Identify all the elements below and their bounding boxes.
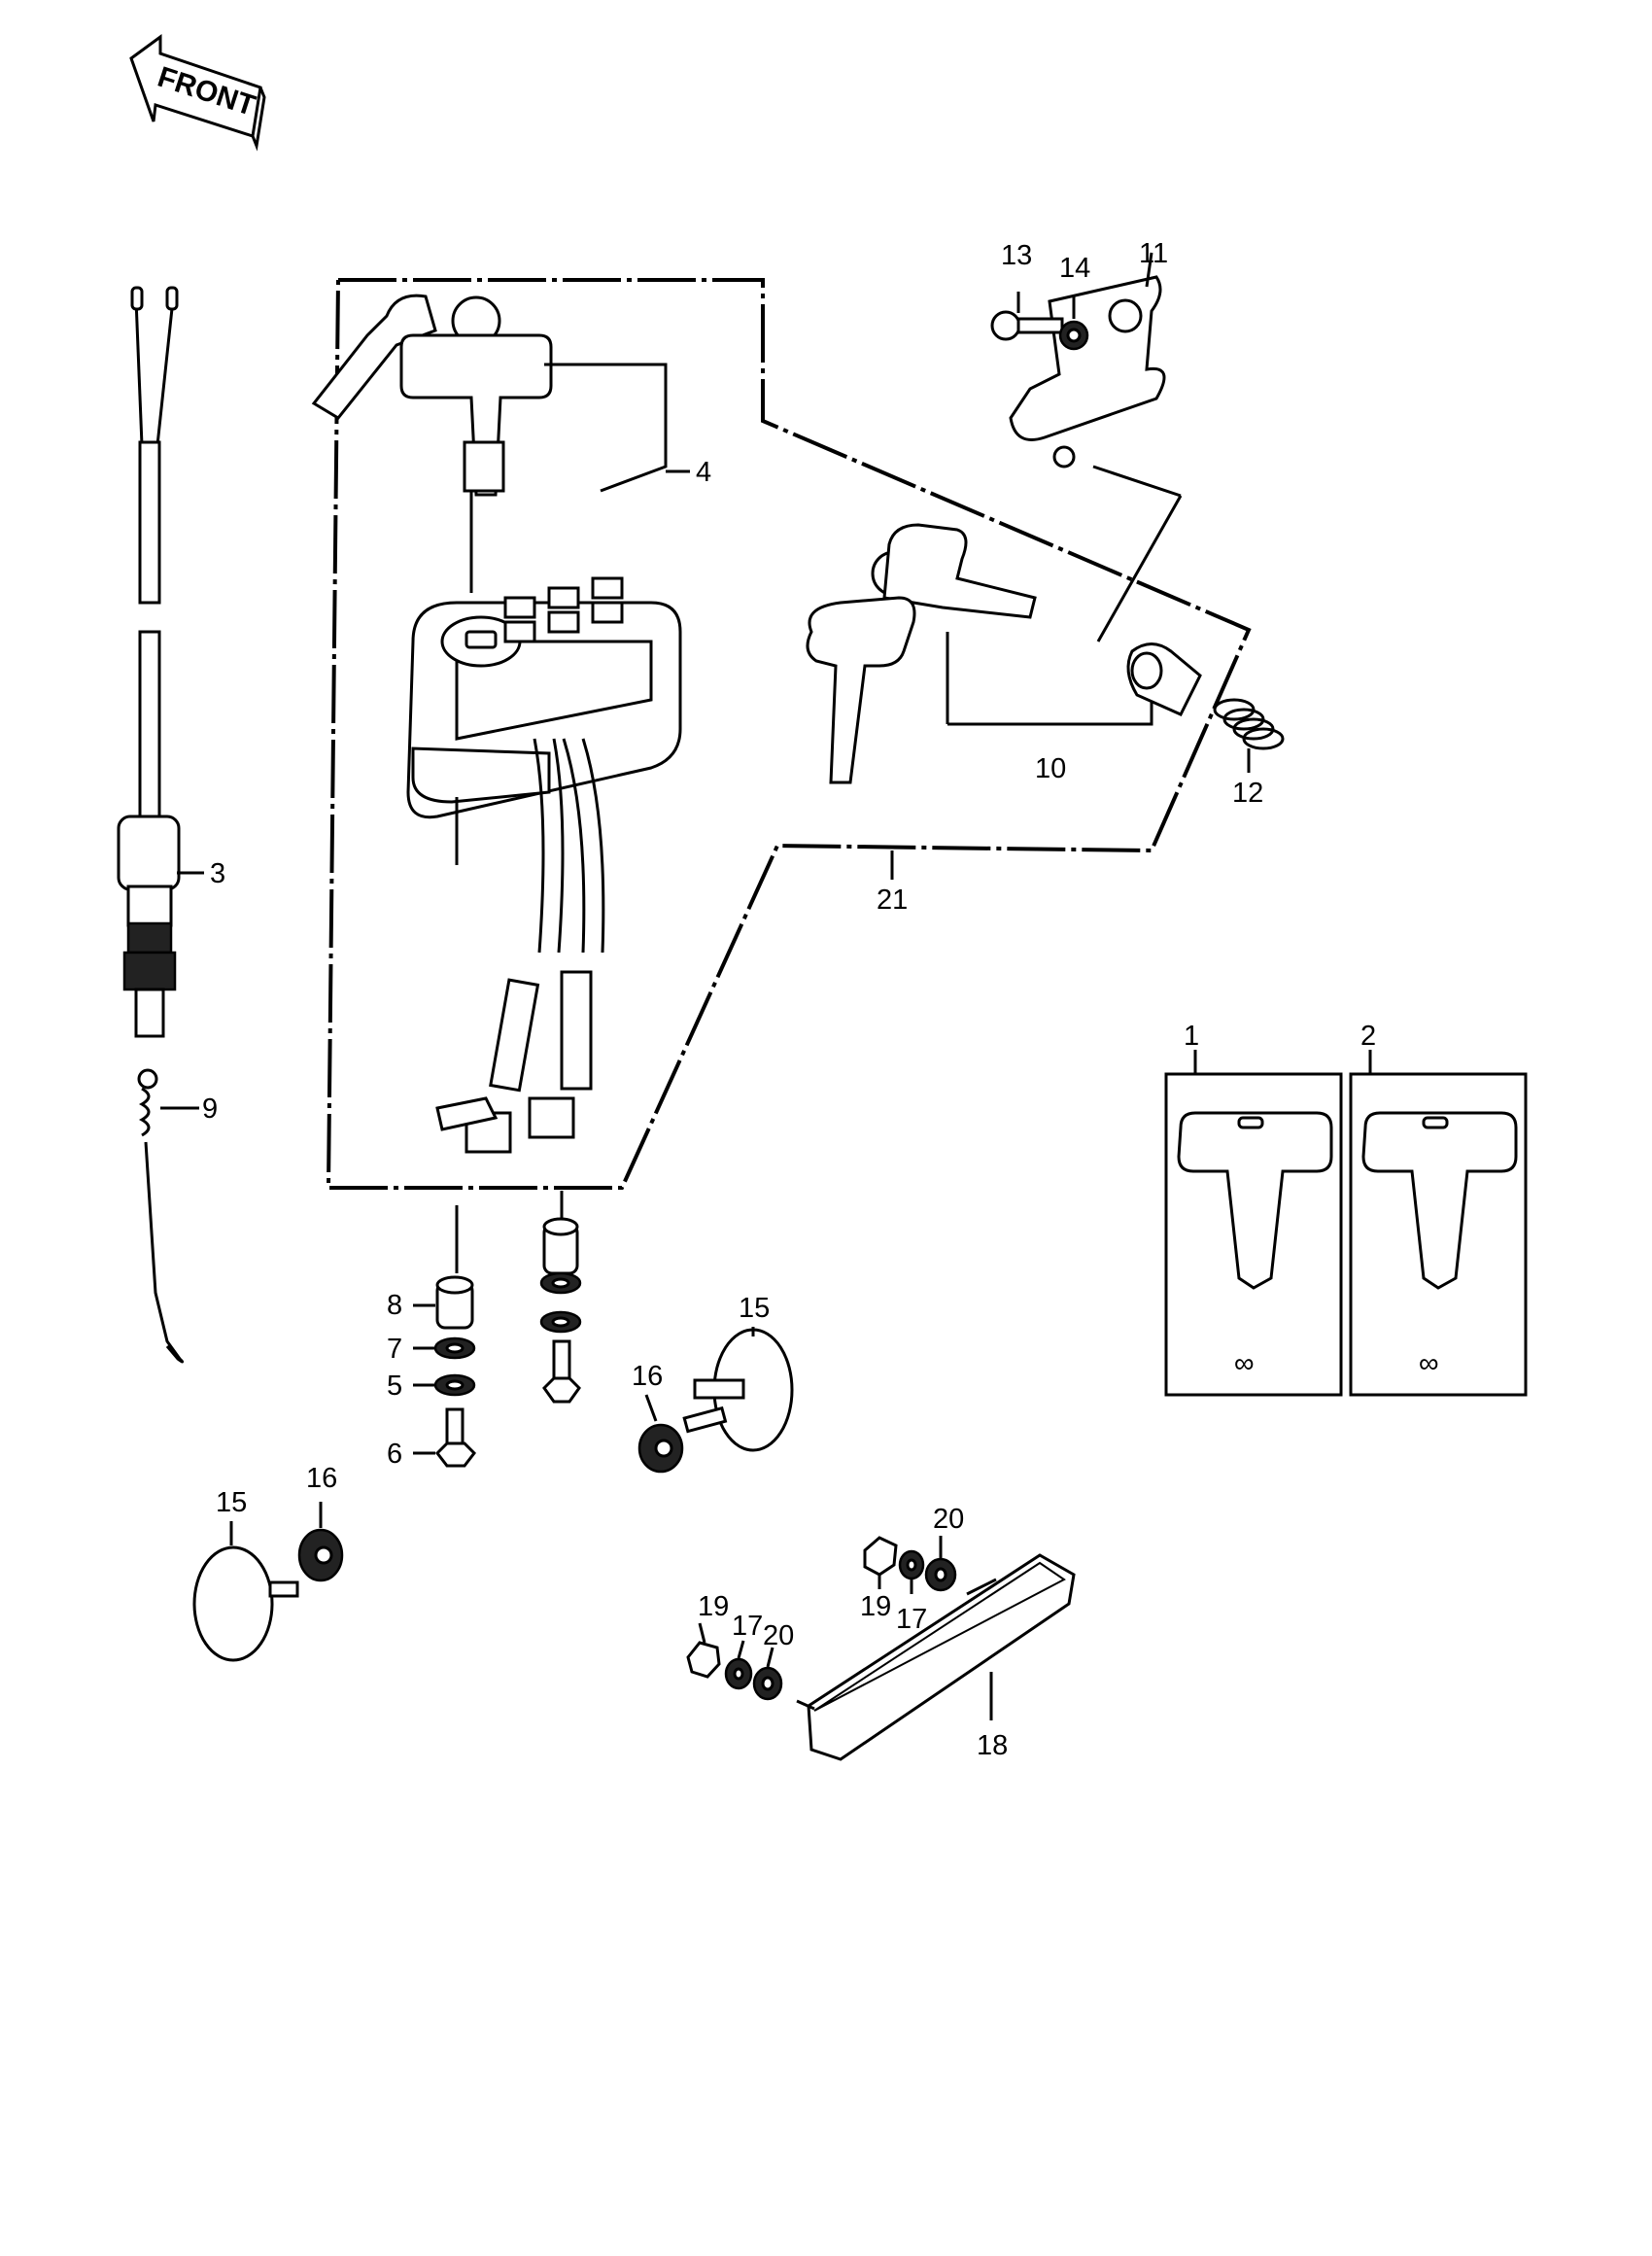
callout-13: 13 (1001, 240, 1032, 271)
key-blank-2-panel: ∞ (1349, 1050, 1528, 1397)
part-7-washer (413, 1336, 476, 1360)
part-15-reflector-round-a (682, 1327, 794, 1452)
callout-19-a: 19 (698, 1591, 729, 1622)
hardware-lower (686, 1622, 783, 1701)
callout-20-a: 20 (763, 1620, 794, 1651)
key-blank-1-panel: ∞ (1164, 1050, 1343, 1397)
hardware-upper (863, 1536, 957, 1594)
callout-16-b: 16 (306, 1463, 337, 1494)
part-3-brake-switch (117, 286, 204, 1038)
front-arrow: FRONT (129, 34, 266, 152)
callout-19-b: 19 (860, 1591, 891, 1622)
callout-17-b: 17 (896, 1604, 927, 1635)
callout-14: 14 (1059, 253, 1090, 284)
part-5-lock-washer (413, 1373, 476, 1397)
callout-6: 6 (387, 1439, 402, 1470)
part-8-spacer-left (413, 1275, 474, 1330)
callout-11: 11 (1139, 238, 1168, 269)
part-21-outline (326, 278, 1252, 1190)
callout-2: 2 (1360, 1021, 1376, 1052)
callout-numbers: 1 2 3 4 5 6 7 8 9 10 11 12 13 14 15 15 1… (202, 238, 1376, 1761)
callout-4: 4 (696, 457, 711, 488)
part-11-lock-plate (1009, 275, 1183, 642)
callout-18: 18 (977, 1730, 1008, 1761)
leader-lines (544, 252, 1153, 880)
right-spacer-stack (539, 1217, 582, 1404)
callout-10: 10 (1035, 753, 1066, 784)
callout-15-a: 15 (739, 1293, 770, 1324)
callout-15-b: 15 (216, 1487, 247, 1518)
part-13-screw (990, 292, 1064, 341)
lock-cylinder (1126, 642, 1202, 716)
part-16-rubber-a (637, 1394, 684, 1474)
callout-5: 5 (387, 1371, 402, 1402)
part-16-rubber-b (297, 1502, 344, 1582)
callout-7: 7 (387, 1334, 402, 1365)
callout-17-a: 17 (732, 1611, 763, 1642)
key-1-mark: ∞ (1234, 1348, 1255, 1379)
part-14-washer (1058, 296, 1089, 351)
part-10-lock-keys (806, 523, 1153, 784)
part-9-spring (137, 1068, 199, 1364)
ignition-wires (435, 738, 605, 1273)
part-12-spring (1213, 698, 1285, 773)
key-2-mark: ∞ (1419, 1348, 1439, 1379)
part-4-ignition-keys (311, 294, 553, 593)
callout-3: 3 (210, 858, 225, 889)
ignition-switch-body (406, 576, 682, 865)
callout-21: 21 (877, 885, 908, 916)
callout-12: 12 (1232, 778, 1263, 809)
part-6-bolt (413, 1407, 476, 1468)
part-15-reflector-round-b (192, 1521, 299, 1662)
part-18-reflector-rect (796, 1553, 1076, 1761)
callout-1: 1 (1184, 1021, 1199, 1052)
callout-20-b: 20 (933, 1504, 964, 1535)
callout-9: 9 (202, 1093, 218, 1125)
callout-16-a: 16 (632, 1361, 663, 1392)
callout-8: 8 (387, 1290, 402, 1321)
